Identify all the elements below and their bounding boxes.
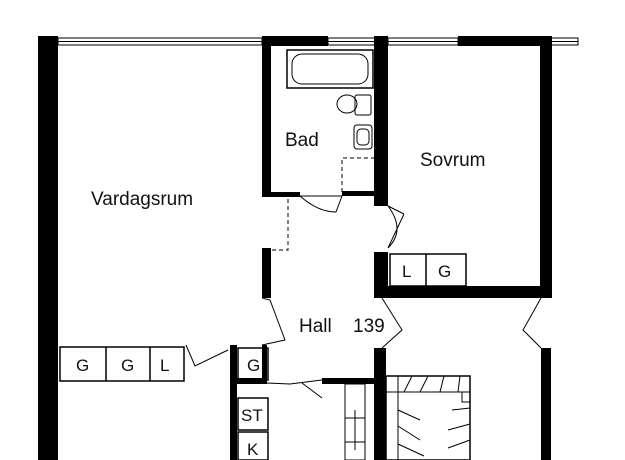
room-label-bad: Bad [285, 130, 319, 151]
storage-label-l-bedroom: L [402, 262, 411, 281]
storage-hall [237, 347, 269, 460]
doors [185, 195, 542, 399]
room-label-hall: Hall [299, 316, 332, 337]
storage-label-k: K [247, 440, 259, 459]
hall-closet [271, 194, 289, 251]
shower-area [341, 157, 374, 192]
storage-label-g-living-2: G [121, 356, 134, 375]
storage-label-g-living-1: G [76, 356, 89, 375]
staircase [385, 375, 471, 460]
area-label: 139 [353, 316, 385, 337]
room-label-sovrum: Sovrum [420, 150, 485, 171]
storage-label-l-living: L [160, 356, 169, 375]
walls [38, 36, 552, 460]
storage-label-g-hall: G [247, 356, 260, 375]
storage-label-st: ST [241, 406, 263, 425]
toilet [336, 94, 372, 116]
storage-bedroom [389, 253, 467, 287]
shelf-unit [344, 383, 366, 460]
room-label-vardagsrum: Vardagsrum [91, 189, 193, 210]
storage-label-g-bedroom: G [438, 262, 451, 281]
bathtub [286, 49, 374, 89]
storage-living [59, 346, 185, 382]
sink [353, 124, 373, 150]
